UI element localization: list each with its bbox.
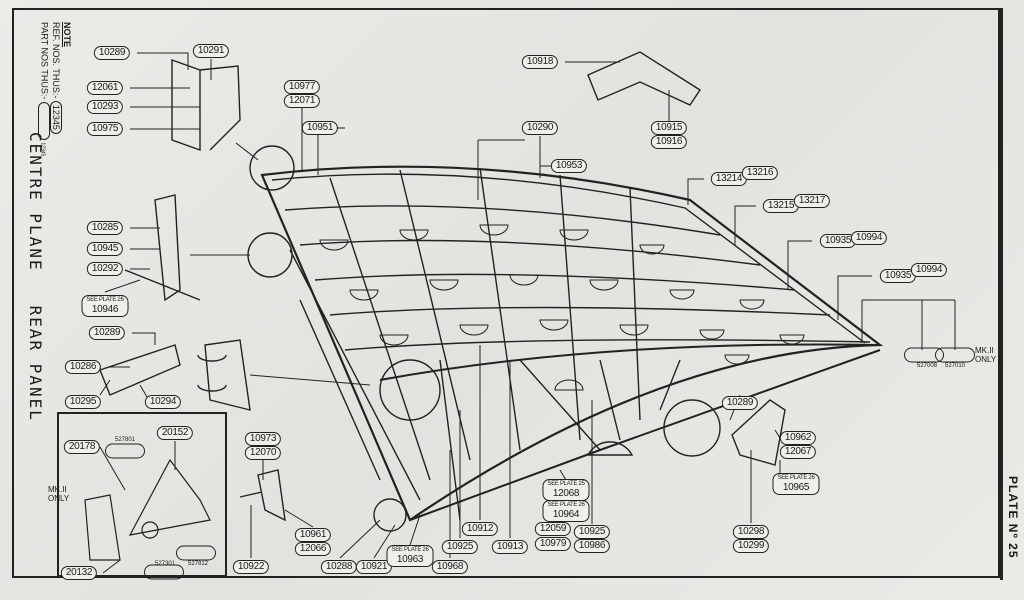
part-callout: 13216 [741,166,779,180]
part-callout: 10299 [732,539,770,553]
mk-text: MK.II [48,485,67,494]
part-callout: 13217 [793,194,831,208]
part-callout: 10994 [910,263,948,277]
see-plate-note: SEE PLATE 26 [777,475,815,481]
part-number: 10965 [782,482,810,493]
part-callout: 10289 [721,396,759,410]
part-callout: 12070 [244,446,282,460]
part-callout: 12071 [283,94,321,108]
part-callout: 20132 [60,566,98,580]
part-number-blank [904,347,944,363]
note-block: NOTE REF. NOS. THUS:- 12345 PART NOS THU… [37,22,72,156]
part-callout: 10294 [144,395,182,409]
note-heading: NOTE [62,22,72,48]
part-number-label: 527812 [187,561,209,567]
panel-framework [99,51,956,574]
part-callout: 20152 [156,426,194,440]
note-part-text: PART NOS THUS:- [39,22,50,100]
part-callout: 10986 [573,539,611,553]
part-callout: 10925 [441,540,479,554]
sheet-edge [1000,8,1003,580]
part-callout: 10290 [521,121,559,135]
part-callout: 12067 [779,445,817,459]
part-callout: 10953 [550,159,588,173]
part-callout: 12066 [294,542,332,556]
note-ref-text: REF. NOS. THUS:- [51,22,61,99]
part-callout: 10289 [88,326,126,340]
drawing-border [12,8,1000,578]
part-number-blank [176,545,216,561]
part-callout: 10925 [573,525,611,539]
part-number: 10963 [396,554,424,565]
part-callout: 10979 [534,537,572,551]
see-plate-note: SEE PLATE 26 [391,547,429,553]
part-callout: 10291 [192,44,230,58]
part-callout: 10912 [461,522,499,536]
title-line-2: REAR PANEL [26,305,45,422]
part-callout: 10935 [819,234,857,248]
part-callout: 10962 [779,431,817,445]
drawing-title: CENTRE PLANEREAR PANEL [26,132,45,456]
part-callout: 20178 [63,440,101,454]
see-plate-note: SEE PLATE 26 [547,502,585,508]
part-number-blank [935,347,975,363]
part-callout: 10288 [320,560,358,574]
part-callout: 10935 [879,269,917,283]
part-callout: 10916 [650,135,688,149]
part-callout: 10293 [86,100,124,114]
part-callout: 10945 [86,242,124,256]
part-callout: 10298 [732,525,770,539]
part-number: 10946 [91,304,119,315]
part-callout: 10913 [491,540,529,554]
part-callout: 10973 [244,432,282,446]
part-number-blank [105,443,145,459]
part-number-blank [144,564,184,580]
part-callout: 12061 [86,81,124,95]
part-number: 10964 [552,509,580,520]
part-callout: 10915 [650,121,688,135]
part-callout: 10994 [850,231,888,245]
part-callout: 10295 [64,395,102,409]
part-callout: 10951 [301,121,339,135]
part-callout: 10292 [86,262,124,276]
part-callout: 10285 [86,221,124,235]
note-part-example: 12345 [39,142,46,157]
mk2-inset-frame [57,412,227,577]
part-number-label: 527010 [944,363,966,369]
part-callout: 10286 [64,360,102,374]
mk-text: MK.II [975,346,994,355]
part-callout: 13214 [710,172,748,186]
part-number-label: 527008 [916,363,938,369]
part-callout: 10961 [294,528,332,542]
part-callout: 10968 [431,560,469,574]
only-text: ONLY [975,355,997,364]
see-plate-note: SEE PLATE 26 [86,297,124,303]
note-ref-example: 12345 [50,100,62,134]
part-callout: 10922 [232,560,270,574]
part-callout: 10977 [283,80,321,94]
part-callout: 10289 [93,46,131,60]
part-number: 12068 [552,488,580,499]
part-number-label: 527801 [114,437,136,443]
part-callout: 10921 [355,560,393,574]
plate-number: PLATE Nº 25 [1006,476,1020,559]
part-number-label: 527301 [154,561,176,567]
part-callout: 10918 [521,55,559,69]
part-callout: 10975 [86,122,124,136]
only-text: ONLY [48,494,70,503]
see-plate-note: SEE PLATE 25 [547,481,585,487]
part-callout: 12059 [534,522,572,536]
